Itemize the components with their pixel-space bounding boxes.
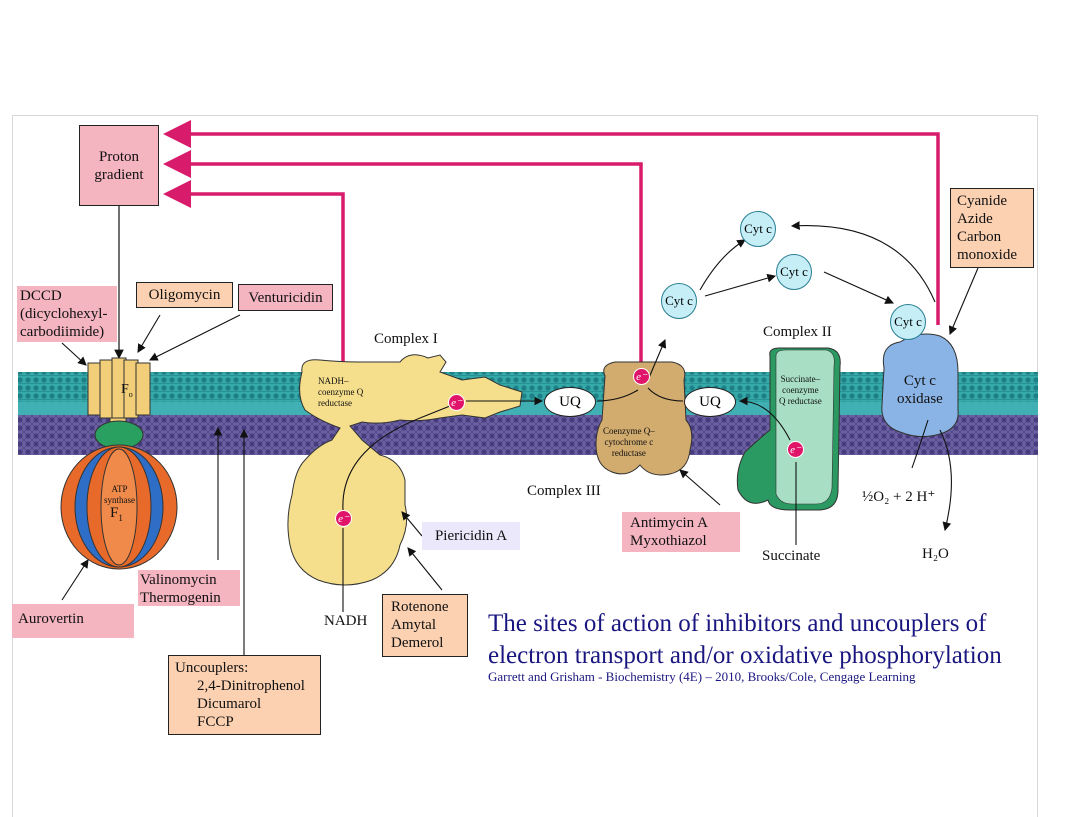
electron-complex-i-top: e⁻ [448,394,465,411]
uncouplers-list: 2,4-Dinitrophenol Dicumarol FCCP [197,678,305,730]
succinate-label: Succinate [762,548,821,564]
proton-gradient-box: Proton gradient [79,125,159,206]
fo-label: Fo [121,382,133,399]
complex-iii-shape [595,361,693,476]
cyt-c-middle-label: Cyt c [780,264,808,279]
f1-letter: F [110,505,119,521]
f1-label: F1 [110,505,123,523]
fo-sub: o [128,389,133,399]
caption-line-1: The sites of action of inhibitors and un… [488,610,987,637]
ubiquinone-2: UQ [684,387,736,417]
antimycin-label: Antimycin A Myxothiazol [630,515,708,549]
fo-letter: F [121,382,129,397]
proton-gradient-label: Proton gradient [94,148,144,183]
proton-flow-arrows [163,120,940,368]
complex-ii-inner-label: Succinate– coenzyme Q reductase [779,374,822,406]
rotenone-box: Rotenone Amytal Demerol [382,594,468,657]
piericidin-label: Piericidin A [434,528,508,544]
cyanide-label: Cyanide Azide Carbon monoxide [957,193,1017,263]
dccd-label: DCCD (dicyclohexyl- carbodiimide) [20,288,108,340]
e-label-1: e⁻ [451,397,462,409]
uq2-label: UQ [699,393,721,410]
venturicidin-label: Venturicidin [248,289,323,306]
cyt-c-top-label: Cyt c [744,221,772,236]
cyt-c-left-label: Cyt c [665,293,693,308]
cyt-c-middle: Cyt c [776,254,812,290]
oligomycin-box: Oligomycin [136,282,233,308]
h2o-label: H₂O [922,546,949,562]
venturicidin-box: Venturicidin [238,284,333,311]
oligomycin-label: Oligomycin [148,287,221,303]
valinomycin-label: Valinomycin Thermogenin [140,572,221,606]
complex-i-label: Complex I [374,331,438,347]
e-label-3: e⁻ [636,371,647,383]
electron-complex-ii: e⁻ [787,441,804,458]
atp-synthase-label: ATP synthase [104,484,135,505]
dccd-box: DCCD (dicyclohexyl- carbodiimide) [17,286,117,342]
cyt-c-left: Cyt c [661,283,697,319]
electron-complex-iii: e⁻ [633,368,650,385]
cyt-c-right-label: Cyt c [894,314,922,329]
e-label-2: e⁻ [338,513,349,525]
aurovertin-box: Aurovertin [12,604,134,638]
figure-credit: Garrett and Grisham - Biochemistry (4E) … [488,669,916,684]
atp-synthase-shape [60,357,178,570]
cyt-c-right: Cyt c [890,304,926,340]
cyt-oxidase-label: Cyt c oxidase [897,373,943,407]
complex-ii-label: Complex II [763,324,832,340]
electron-path-lines [342,221,952,612]
antimycin-box: Antimycin A Myxothiazol [622,512,740,552]
inhibitor-arrows [61,267,979,655]
complex-i-shape [287,354,523,586]
e-label-4: e⁻ [790,444,801,456]
cyanide-box: Cyanide Azide Carbon monoxide [950,188,1034,268]
ubiquinone-1: UQ [544,387,596,417]
complex-iii-inner-label: Coenzyme Q– cytochrome c reductase [603,426,655,458]
piericidin-box: Piericidin A [422,522,520,550]
uncouplers-box: Uncouplers: 2,4-Dinitrophenol Dicumarol … [168,655,321,735]
figure-caption: The sites of action of inhibitors and un… [488,608,1002,672]
cyt-c-top: Cyt c [740,211,776,247]
uncouplers-title: Uncouplers: [175,660,249,676]
nadh-label: NADH [324,613,368,629]
o2-label: ½O₂ + 2 H⁺ [862,489,936,505]
slide-frame [12,115,1038,817]
complex-i-inner-label: NADH– coenzyme Q reductase [318,376,364,408]
rotenone-label: Rotenone Amytal Demerol [391,599,449,651]
caption-line-2: electron transport and/or oxidative phos… [488,642,1002,669]
aurovertin-label: Aurovertin [18,611,84,627]
f1-sub: 1 [118,513,123,523]
complex-iii-label: Complex III [527,483,601,499]
uq1-label: UQ [559,393,581,410]
valinomycin-box: Valinomycin Thermogenin [138,570,240,606]
electron-complex-i-bottom: e⁻ [335,510,352,527]
cyt-oxidase-shape [881,333,959,438]
